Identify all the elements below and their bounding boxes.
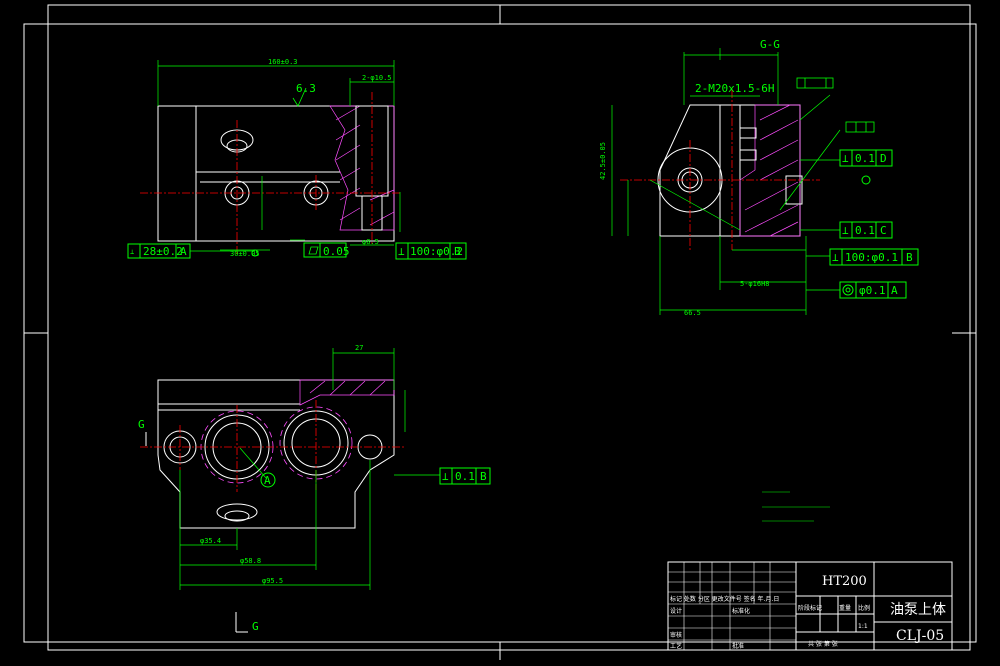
- dimension-text: ⊥: [442, 470, 449, 483]
- dimension-text: ⊥: [398, 245, 405, 258]
- dimension-text: φ8.5: [362, 238, 379, 246]
- dimension-text: 0.1: [455, 470, 475, 483]
- roughness-symbol: 6.3: [292, 82, 316, 107]
- dimension-text: D: [880, 152, 887, 165]
- callout-perp-d: ⊥ 0.1 D: [839, 149, 893, 185]
- dimension-text: 66.5: [684, 309, 701, 317]
- dimension-text: B: [906, 251, 913, 264]
- dimension-text: 重量: [839, 604, 851, 612]
- dimension-text: A: [891, 284, 898, 297]
- dimension-text: 阶段标记: [798, 604, 822, 612]
- dimension-text: ⊥: [842, 224, 849, 237]
- dimension-text: 2-M20x1.5-6H: [695, 82, 774, 95]
- dimension-text: A: [264, 474, 271, 487]
- dimension-text: φ35.4: [200, 537, 221, 545]
- top-left-view: 160±0.3 2-φ10.5 30±0.05 φ8.5 6.3 ⊥ 28±0.…: [127, 58, 467, 260]
- dimension-text: 审核: [670, 631, 682, 639]
- dimension-text: B: [454, 245, 461, 258]
- section-label-gg: G-G: [760, 38, 780, 51]
- dimension-text: 5-φ16H8: [740, 280, 770, 288]
- dimension-text: 27: [355, 344, 363, 352]
- dimension-text: 100:φ0.2: [410, 245, 463, 258]
- dimension-text: 0.1: [855, 152, 875, 165]
- callout-perpendicularity: ⊥ 100:φ0.2 B: [395, 242, 467, 260]
- dimension-text: 标记 处数 分区 更改文件号 签名 年.月.日: [670, 595, 779, 603]
- dimension-text: 100:φ0.1: [845, 251, 898, 264]
- dimension-text: 批准: [732, 642, 744, 650]
- callout-perp-bottom: ⊥ 0.1 B: [439, 467, 491, 485]
- callout-flatness: 0.05: [290, 239, 350, 258]
- dimension-text: 比例: [858, 604, 870, 612]
- dimension-text: 42.5±0.05: [599, 142, 607, 180]
- dimension-text: 1:1: [858, 623, 868, 630]
- part-name: 油泵上体: [890, 602, 946, 618]
- dimension-text: ⊥: [842, 152, 849, 165]
- dimension-text: φ95.5: [262, 577, 283, 585]
- thread-spec-label: 2-M20x1.5-6H: [690, 82, 774, 97]
- top-right-view: G-G: [599, 38, 919, 317]
- dimension-text: G: [252, 620, 259, 633]
- dimension-text: 0.1: [855, 224, 875, 237]
- section-arrow-g: [145, 432, 248, 633]
- technical-notes: [762, 491, 830, 522]
- dimension-text: C: [880, 224, 887, 237]
- drawing-frame: [23, 4, 977, 660]
- dimension-text: B: [480, 470, 487, 483]
- callout-position-a: φ0.1 A: [839, 281, 907, 299]
- title-block: 标记 处数 分区 更改文件号 签名 年.月.日 设计 标准化 审核 工艺 批准 …: [667, 561, 953, 651]
- dimension-text: 2-φ10.5: [362, 74, 392, 82]
- dimension-text: 28±0.2: [143, 245, 183, 258]
- material-label: HT200: [822, 574, 867, 589]
- datum-a-marker: A: [260, 472, 276, 488]
- dimension-text: 工艺: [670, 642, 682, 650]
- callout-top-small: [796, 77, 875, 133]
- dimension-text: A: [180, 245, 187, 258]
- dimension-text: 设计: [670, 607, 682, 615]
- dimension-text: 6.3: [296, 82, 316, 95]
- dimension-text: 160±0.3: [268, 58, 298, 66]
- drawing-number: CLJ-05: [896, 628, 944, 644]
- dimension-text: 共 张 第 张: [808, 640, 838, 648]
- dimension-text: G: [138, 418, 145, 431]
- dimension-text: ⊥: [832, 251, 839, 264]
- callout-dim-28: ⊥ 28±0.2 A: [127, 243, 259, 259]
- dimension-text: 标准化: [732, 607, 750, 615]
- bottom-view: 27 φ35.4 φ58.8 φ95.5 A ⊥ 0.1 B G G: [138, 344, 491, 633]
- dimension-text: φ0.1: [859, 284, 886, 297]
- dimension-text: 30±0.05: [230, 250, 260, 258]
- dimension-text: ⊥: [130, 248, 134, 256]
- callout-perp-c: ⊥ 0.1 C: [839, 221, 893, 239]
- callout-perp-b: ⊥ 100:φ0.1 B: [829, 248, 919, 266]
- dimension-text: φ58.8: [240, 557, 261, 565]
- dimension-text: 0.05: [323, 245, 350, 258]
